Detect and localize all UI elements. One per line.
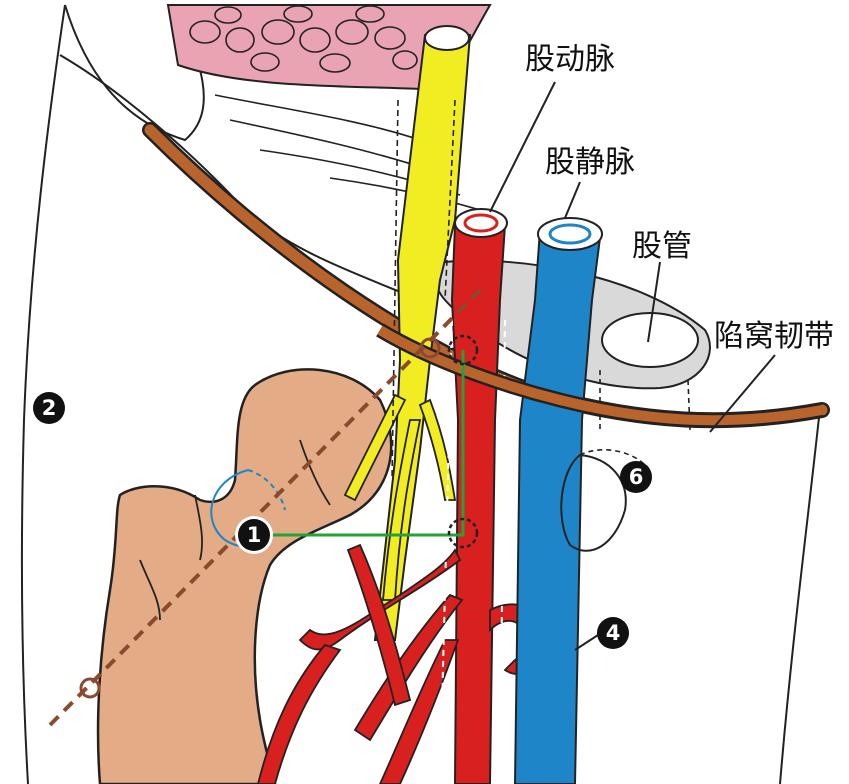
femoral-vein: [513, 217, 603, 784]
marker-2: 2: [33, 392, 65, 424]
guide-line: [255, 350, 465, 537]
femoral-neck-axis: [48, 288, 482, 727]
femur: [96, 368, 393, 784]
region-6-outline: [560, 453, 627, 552]
abdominal-muscle: [166, 4, 492, 92]
femoral-canal: [601, 312, 699, 368]
femoral-nerve: [343, 25, 472, 641]
label-femoral-artery: 股动脉: [525, 42, 615, 77]
label-femoral-canal: 股管: [632, 229, 692, 264]
marker-4: 4: [597, 617, 629, 649]
label-lacunar-ligament: 陷窝韧带: [714, 319, 834, 354]
leader-lines: [489, 81, 776, 651]
marker-1: 1: [238, 519, 270, 551]
marker-6: 6: [620, 461, 652, 493]
label-femoral-vein: 股静脉: [545, 145, 635, 180]
